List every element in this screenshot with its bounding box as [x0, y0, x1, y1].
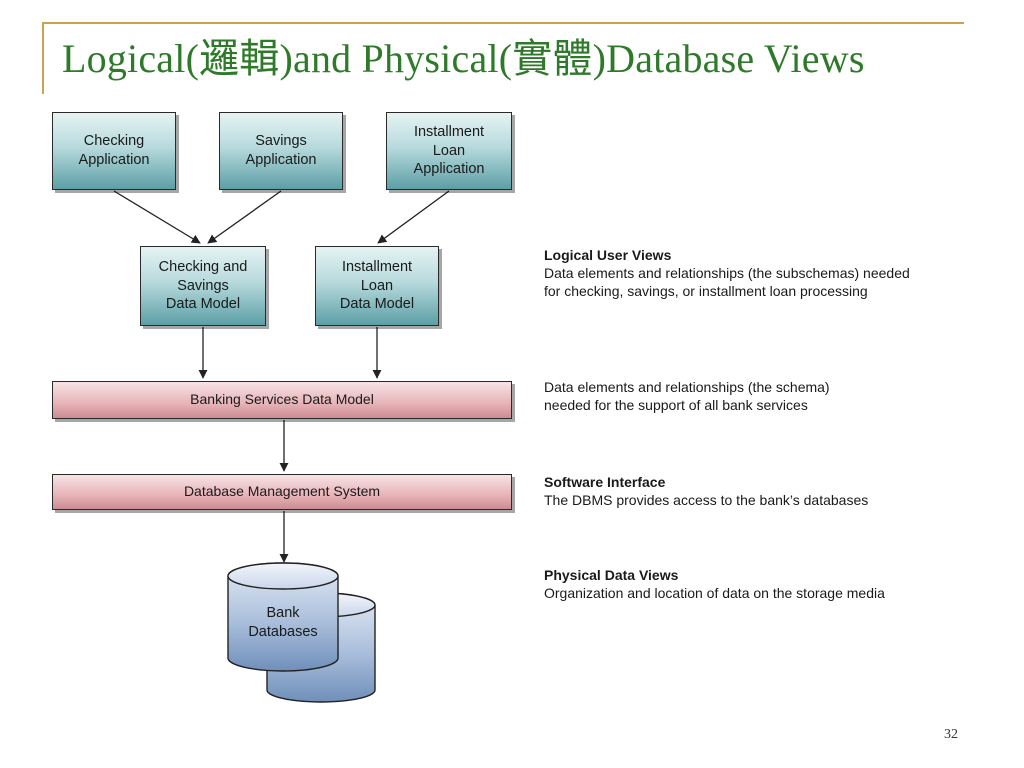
schema-line2: needed for the support of all bank servi…: [544, 397, 808, 414]
logical-user-views-heading: Logical User Views: [544, 247, 672, 263]
schema-line1: Data elements and relationships (the sch…: [544, 379, 830, 395]
installment-loan-application-box: Installment Loan Application: [386, 112, 512, 190]
bank-databases-label: Bank Databases: [248, 605, 318, 640]
physical-data-views-description: Physical Data Views Organization and loc…: [544, 566, 885, 602]
physical-data-views-heading: Physical Data Views: [544, 567, 679, 583]
dbms-box: Database Management System: [52, 474, 512, 510]
slide-title: Logical(邏輯)and Physical(實體)Database View…: [62, 36, 865, 81]
software-interface-line1: The DBMS provides access to the bank’s d…: [544, 492, 869, 509]
logical-user-views-line1: Data elements and relationships (the sub…: [544, 265, 910, 282]
arrow-savings-to-cs-model: [207, 190, 282, 244]
physical-data-views-line1: Organization and location of data on the…: [544, 585, 885, 602]
arrow-installment-to-loan-model: [377, 190, 450, 244]
side-accent-rule: [42, 22, 44, 94]
checking-savings-data-model-box: Checking and Savings Data Model: [140, 246, 266, 326]
software-interface-heading: Software Interface: [544, 474, 666, 490]
checking-application-box: Checking Application: [52, 112, 176, 190]
software-interface-description: Software Interface The DBMS provides acc…: [544, 473, 868, 509]
page-number: 32: [944, 727, 958, 742]
top-accent-rule: [42, 22, 964, 24]
database-cylinder-front: [227, 562, 339, 672]
arrow-checking-to-cs-model: [113, 190, 201, 244]
logical-user-views-description: Logical User Views Data elements and rel…: [544, 246, 910, 301]
savings-application-box: Savings Application: [219, 112, 343, 190]
logical-user-views-line2: for checking, savings, or installment lo…: [544, 283, 868, 300]
banking-services-data-model-box: Banking Services Data Model: [52, 381, 512, 419]
installment-loan-data-model-box: Installment Loan Data Model: [315, 246, 439, 326]
schema-description: Data elements and relationships (the sch…: [544, 378, 830, 414]
